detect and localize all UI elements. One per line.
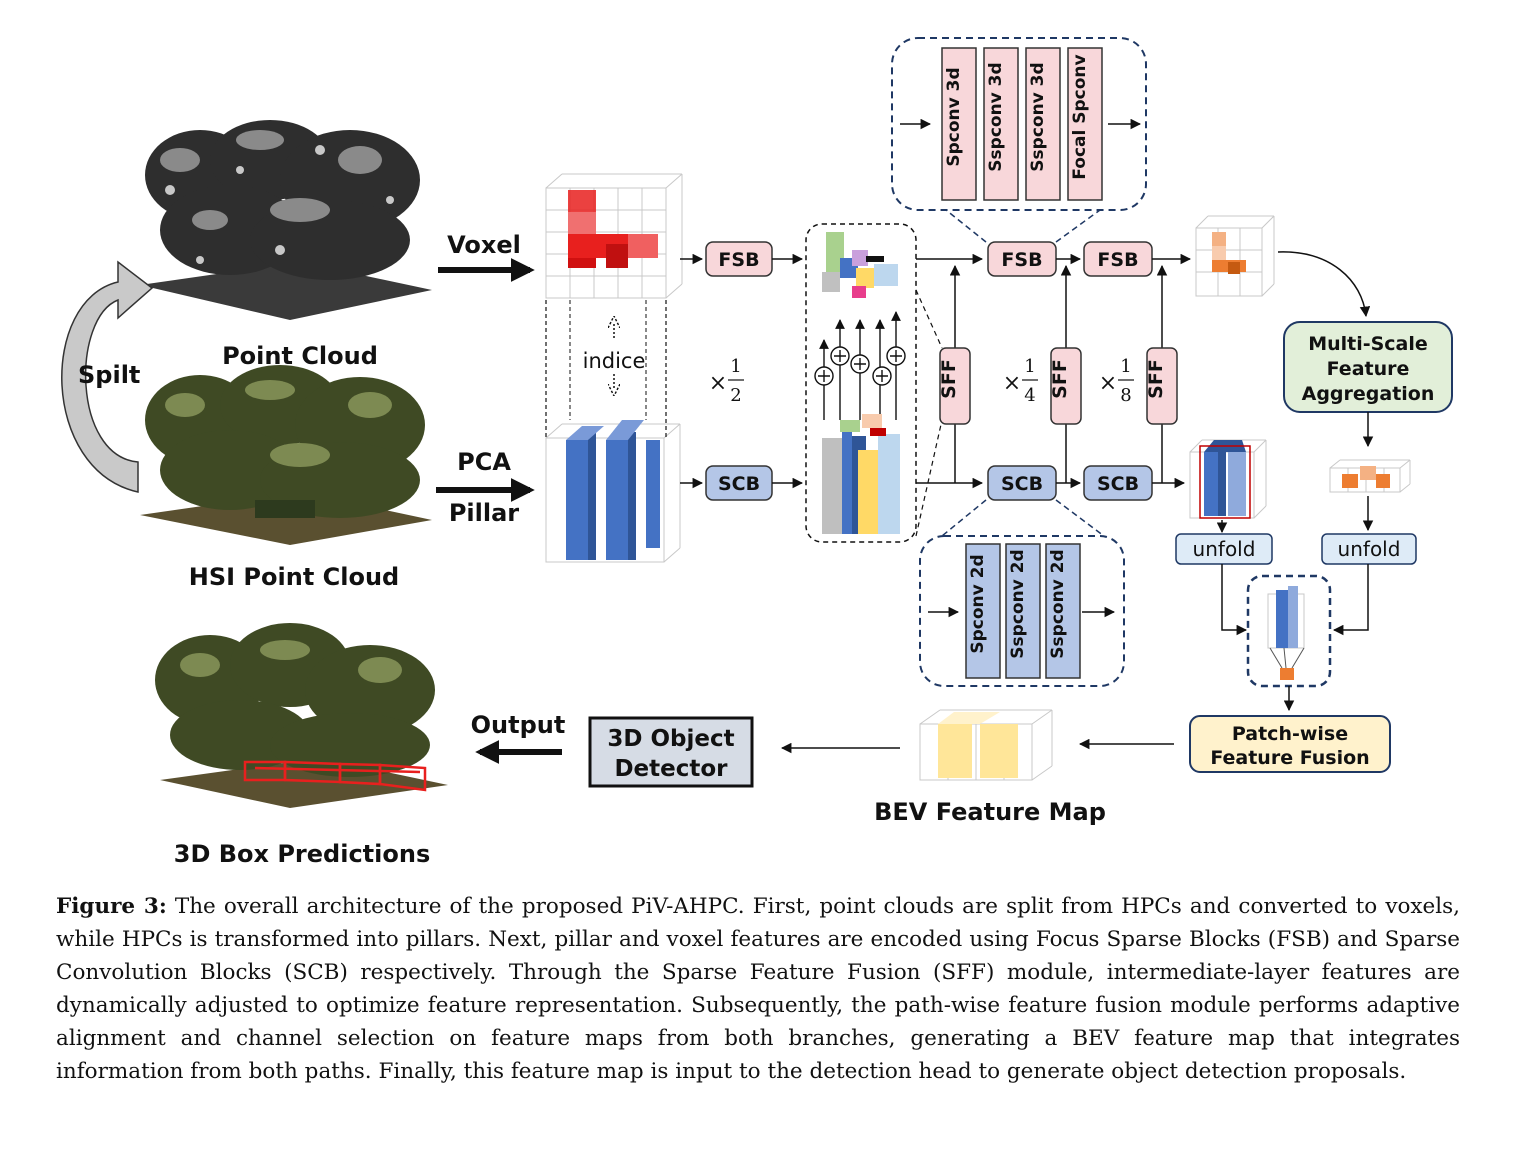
output-label: Output	[471, 711, 566, 739]
svg-text:Multi-Scale: Multi-Scale	[1308, 333, 1428, 355]
fsb-detail-box: Spconv 3d Sspconv 3d Sspconv 3d Focal Sp…	[891, 37, 1147, 211]
caption-text: The overall architecture of the proposed…	[56, 894, 1460, 1084]
svg-text:Feature Fusion: Feature Fusion	[1210, 747, 1369, 769]
pca-label: PCA	[457, 448, 511, 476]
box-predictions-image	[155, 623, 448, 808]
voxel-grid	[545, 173, 683, 299]
svg-text:×: ×	[709, 371, 727, 396]
detector-block: 3D Object Detector	[588, 716, 754, 788]
svg-text:FSB: FSB	[1001, 249, 1042, 271]
split-label: Spilt	[78, 361, 140, 389]
svg-text:Sspconv 3d: Sspconv 3d	[1028, 62, 1048, 171]
scb-block-1: SCB	[705, 465, 773, 501]
sff-block-1: SFF	[938, 264, 971, 483]
svg-text:1: 1	[1024, 356, 1035, 377]
fsb-block-1: FSB	[705, 241, 773, 277]
svg-text:2: 2	[730, 385, 741, 406]
svg-text:Spconv 3d: Spconv 3d	[944, 67, 964, 166]
svg-text:Feature: Feature	[1327, 358, 1410, 380]
fsb-block-3: FSB	[1083, 241, 1153, 277]
svg-text:Sspconv 2d: Sspconv 2d	[1048, 549, 1068, 658]
svg-text:Aggregation: Aggregation	[1302, 383, 1435, 405]
svg-text:Sspconv 3d: Sspconv 3d	[986, 62, 1006, 171]
svg-text:Focal Spconv: Focal Spconv	[1070, 54, 1090, 179]
pwff-block: Patch-wise Feature Fusion	[1189, 715, 1391, 773]
svg-text:3D Object: 3D Object	[607, 726, 734, 752]
voxel-feature-map	[1195, 215, 1275, 297]
scale-eighth: × 1 8	[1099, 356, 1134, 406]
scale-half: × 1 2	[709, 356, 744, 406]
sff-block-2: SFF	[1049, 264, 1082, 483]
svg-text:×: ×	[1003, 371, 1021, 396]
architecture-diagram: Spilt Point Cloud HSI Point Cloud 3D Box…	[61, 37, 1453, 868]
svg-text:SFF: SFF	[1049, 359, 1071, 399]
svg-text:Patch-wise: Patch-wise	[1232, 723, 1348, 745]
svg-text:SCB: SCB	[718, 473, 760, 495]
scale-quarter: × 1 4	[1003, 356, 1038, 406]
figure-caption: Figure 3: The overall architecture of th…	[56, 890, 1460, 1088]
bev-feature-map-image	[919, 709, 1053, 781]
box-predictions-label: 3D Box Predictions	[174, 840, 431, 868]
point-cloud-image	[140, 120, 432, 320]
svg-text:4: 4	[1024, 385, 1035, 406]
pillar-label: Pillar	[449, 499, 519, 527]
svg-text:Detector: Detector	[614, 756, 728, 782]
sff-fusion-detail	[805, 223, 917, 543]
svg-text:8: 8	[1120, 385, 1131, 406]
patch-fusion-detail	[1246, 574, 1332, 688]
unfold-block-left: unfold	[1175, 533, 1273, 565]
indice-label: indice	[583, 349, 646, 373]
aggregated-feature-map	[1329, 459, 1411, 493]
svg-text:SCB: SCB	[1097, 473, 1139, 495]
svg-text:unfold: unfold	[1193, 537, 1256, 561]
msfa-block: Multi-Scale Feature Aggregation	[1283, 321, 1453, 413]
split-arrow	[61, 260, 154, 493]
fsb-block-2: FSB	[987, 241, 1057, 277]
pillar-feature-map	[1189, 439, 1267, 519]
svg-text:1: 1	[730, 356, 741, 377]
svg-text:1: 1	[1120, 356, 1131, 377]
svg-text:SFF: SFF	[938, 359, 960, 399]
svg-text:unfold: unfold	[1338, 537, 1401, 561]
svg-text:FSB: FSB	[1097, 249, 1138, 271]
scb-detail-box: Spconv 2d Sspconv 2d Sspconv 2d	[919, 535, 1125, 687]
svg-text:SCB: SCB	[1001, 473, 1043, 495]
hsi-point-cloud-label: HSI Point Cloud	[189, 563, 399, 591]
scb-block-3: SCB	[1083, 465, 1153, 501]
voxel-label: Voxel	[447, 231, 521, 259]
pillar-grid	[545, 420, 681, 563]
predicted-boxes	[243, 760, 427, 792]
svg-text:Sspconv 2d: Sspconv 2d	[1008, 549, 1028, 658]
caption-label: Figure 3:	[56, 894, 167, 919]
unfold-block-right: unfold	[1321, 533, 1417, 565]
svg-text:SFF: SFF	[1145, 359, 1167, 399]
sff-block-3: SFF	[1145, 264, 1178, 483]
svg-text:Spconv 2d: Spconv 2d	[968, 554, 988, 653]
bev-label: BEV Feature Map	[874, 798, 1106, 826]
scb-block-2: SCB	[987, 465, 1057, 501]
svg-text:FSB: FSB	[718, 249, 759, 271]
svg-text:×: ×	[1099, 371, 1117, 396]
point-cloud-label: Point Cloud	[222, 342, 378, 370]
hsi-point-cloud-image	[140, 365, 432, 545]
